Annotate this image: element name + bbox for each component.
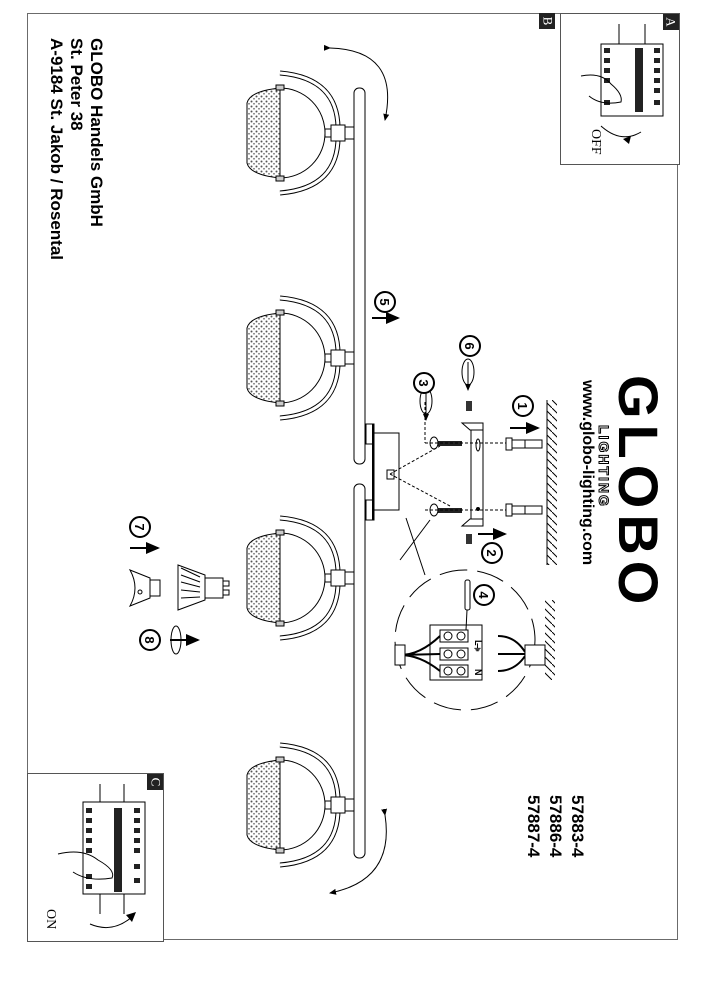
wall-plug xyxy=(505,437,543,451)
small-screw xyxy=(466,401,472,411)
lamp-rod-lower xyxy=(353,483,366,859)
rotate-arrow-icon xyxy=(329,808,388,895)
step-number-label: 6 xyxy=(462,342,477,349)
rotate-icon xyxy=(170,625,182,655)
step-number-label: 5 xyxy=(377,298,392,305)
screw-rotate-icon xyxy=(461,358,475,391)
small-screw xyxy=(466,534,472,544)
wall-hatch xyxy=(547,400,557,565)
spotlight-head xyxy=(246,742,355,868)
rotate-arrow-icon xyxy=(323,44,390,121)
step-number-3: 3 xyxy=(413,372,435,394)
step-number-label: 7 xyxy=(132,523,147,530)
terminal-label-earth: ⏚ xyxy=(473,643,482,653)
lamp-rod-upper xyxy=(353,87,366,465)
spotlight-head xyxy=(246,70,355,196)
step-number-6: 6 xyxy=(459,335,481,357)
spotlight-head xyxy=(246,515,355,641)
step-number-5: 5 xyxy=(374,291,396,313)
step-number-8: 8 xyxy=(139,629,161,651)
wall-plug xyxy=(505,503,543,517)
cover-glass-icon xyxy=(128,569,161,607)
terminal-label-l: L xyxy=(473,640,483,646)
step-number-label: 1 xyxy=(515,402,530,409)
circuit-breaker-on-icon xyxy=(57,784,146,929)
step-number-label: 8 xyxy=(142,636,157,643)
inset-tag-a: A xyxy=(663,14,679,30)
gu10-bulb-icon xyxy=(177,564,230,611)
spotlight-head xyxy=(246,295,355,421)
inset-tag-c: C xyxy=(147,774,163,790)
inset-c-breaker-on: C ON xyxy=(27,773,164,942)
page-frame xyxy=(27,13,678,940)
step-number-label: 2 xyxy=(484,549,499,556)
screwdriver-icon xyxy=(464,579,471,631)
guide-lines xyxy=(389,402,506,511)
inset-tag-b: B xyxy=(539,13,555,29)
step-number-7: 7 xyxy=(129,516,151,538)
step-number-2: 2 xyxy=(481,542,503,564)
step-number-4: 4 xyxy=(473,584,495,606)
inset-a-breaker-off: A OFF xyxy=(560,13,680,165)
circuit-breaker-off-icon xyxy=(580,24,664,144)
step-number-label: 3 xyxy=(416,379,431,386)
step-number-label: 4 xyxy=(476,591,491,599)
step-number-1: 1 xyxy=(512,395,534,417)
wiring-detail: L ⏚ N xyxy=(394,517,555,711)
ceiling-canopy xyxy=(365,423,400,521)
terminal-label-n: N xyxy=(473,669,483,676)
mounting-bracket xyxy=(460,422,484,527)
